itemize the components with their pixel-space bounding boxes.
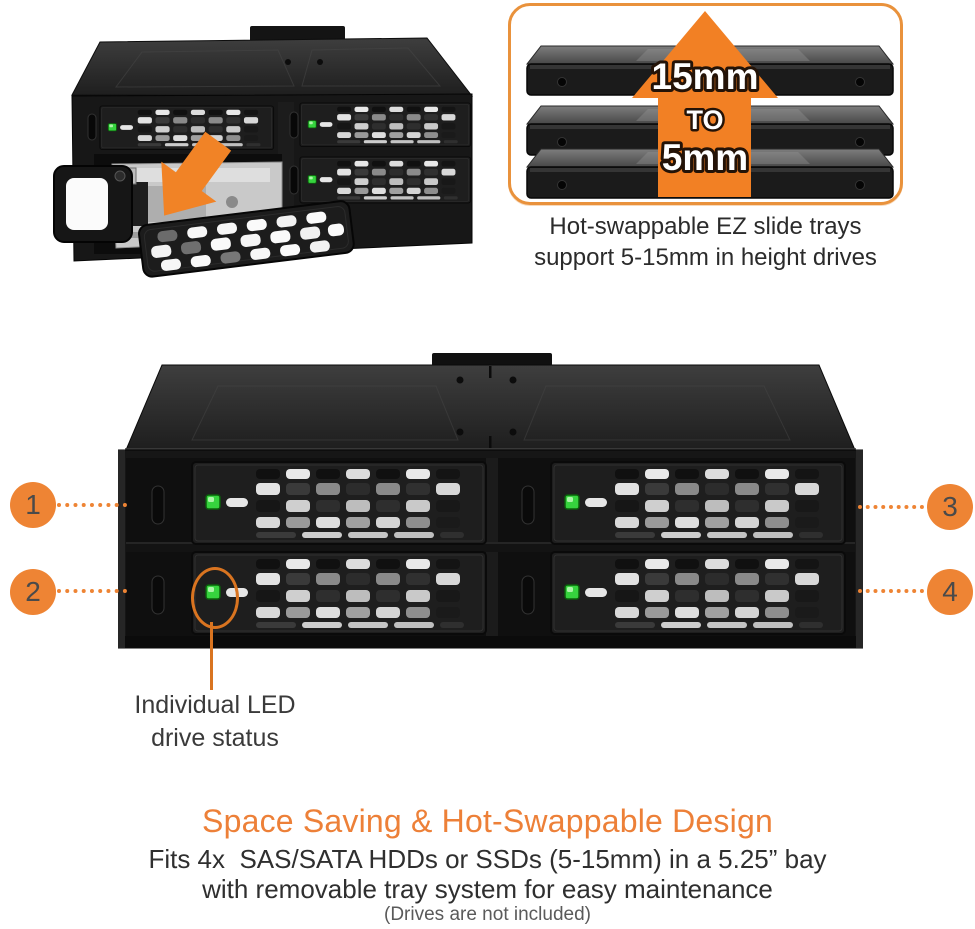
chassis-rear-tab	[250, 26, 345, 42]
arrow-label-to: TO	[686, 105, 723, 135]
footer-line2: with removable tray system for easy main…	[202, 874, 773, 904]
ejected-tray-photo	[53, 26, 474, 278]
drive-height-art: 15mm TO 5mm	[526, 11, 894, 199]
tray-1	[191, 461, 487, 545]
led-status-label-line2: drive status	[151, 724, 279, 752]
callout-circle-2: 2	[10, 569, 56, 615]
bay1-latch-slot	[151, 485, 165, 525]
panel-caption-line1: Hot-swappable EZ slide trays	[549, 213, 862, 240]
led-status-label-line1: Individual LED	[134, 691, 296, 719]
leader-line-3	[858, 505, 924, 509]
led-status-label: Individual LED drive status	[95, 689, 335, 755]
main-product-photo	[118, 353, 863, 649]
led-callout-ellipse	[191, 567, 239, 629]
callout-circle-4: 4	[927, 569, 973, 615]
arrow-label-5mm: 5mm	[662, 137, 748, 178]
eject-arrow-icon	[161, 131, 232, 216]
footer-line1: Fits 4x SAS/SATA HDDs or SSDs (5-15mm) i…	[148, 844, 827, 874]
callout-circle-1: 1	[10, 482, 56, 528]
footer-heading: Space Saving & Hot-Swappable Design	[202, 803, 773, 839]
led-callout-line	[210, 622, 213, 690]
panel-caption-line2: support 5-15mm in height drives	[534, 244, 877, 272]
panel-caption: Hot-swappable EZ slide trays support 5-1…	[498, 211, 913, 273]
leader-line-4	[858, 589, 924, 593]
up-arrow-icon	[632, 11, 778, 197]
leader-line-2	[57, 589, 127, 593]
footer-note: (Drives are not included)	[384, 904, 591, 925]
leader-line-1	[57, 503, 127, 507]
chassis-rear-tab	[432, 353, 552, 366]
tray-4	[550, 551, 846, 635]
tray-3	[550, 461, 846, 545]
callout-circle-3: 3	[927, 484, 973, 530]
bay4-latch-slot	[521, 575, 535, 615]
arrow-label-15mm: 15mm	[652, 56, 759, 97]
tray-door	[138, 200, 355, 278]
bay3-latch-slot	[521, 485, 535, 525]
tray-handle	[53, 165, 148, 243]
bay2-latch-slot	[151, 575, 165, 615]
